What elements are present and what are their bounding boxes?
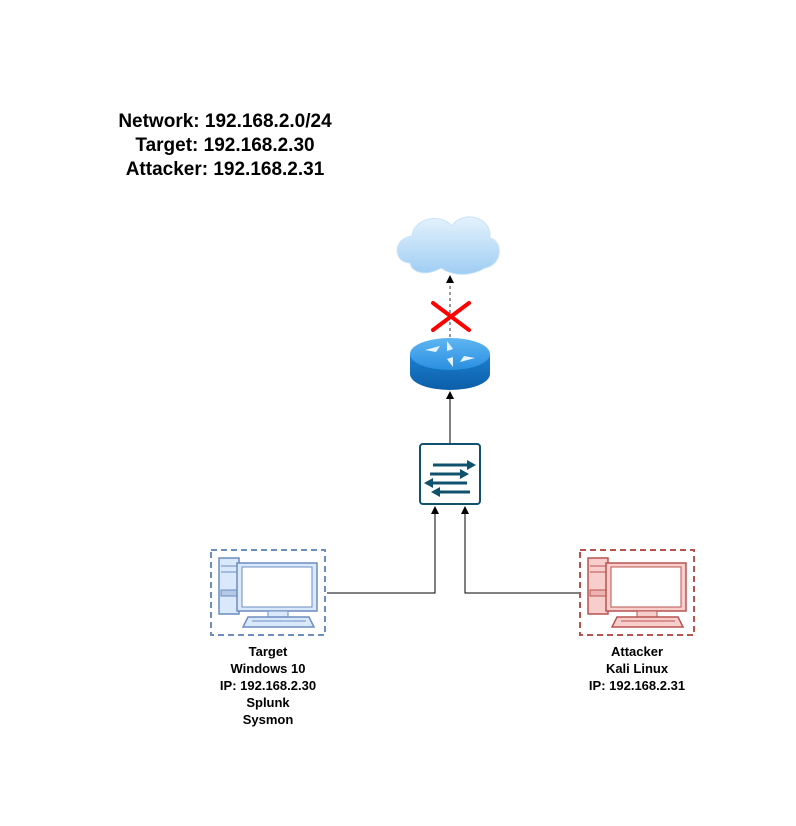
target-switch-link <box>327 506 439 594</box>
target-node-label: Target Windows 10 IP: 192.168.2.30 Splun… <box>168 643 368 728</box>
target-role-text: Target <box>248 644 288 659</box>
internet-cloud-icon <box>396 216 500 275</box>
target-ip-text: Target: 192.168.2.30 <box>135 135 315 156</box>
blocked-connection-icon <box>431 301 471 332</box>
attacker-switch-link <box>461 506 580 594</box>
switch-icon <box>419 443 481 505</box>
target-os-text: Windows 10 <box>230 661 306 676</box>
target-ip-label: IP: 192.168.2.30 <box>219 678 317 693</box>
target-siem-text: Splunk <box>246 695 290 710</box>
target-monitor-text: Sysmon <box>242 712 294 727</box>
network-range-text: Network: 192.168.2.0/24 <box>118 111 332 132</box>
attacker-ip-text: Attacker: 192.168.2.31 <box>125 159 325 180</box>
attacker-computer-icon <box>579 549 695 636</box>
target-computer-icon <box>210 549 326 636</box>
attacker-os-text: Kali Linux <box>605 661 669 676</box>
router-icon <box>410 338 490 390</box>
network-summary: Network: 192.168.2.0/24 Target: 192.168.… <box>108 110 342 182</box>
attacker-role-text: Attacker <box>610 644 664 659</box>
attacker-node-label: Attacker Kali Linux IP: 192.168.2.31 <box>537 643 737 694</box>
attacker-ip-label: IP: 192.168.2.31 <box>588 678 686 693</box>
